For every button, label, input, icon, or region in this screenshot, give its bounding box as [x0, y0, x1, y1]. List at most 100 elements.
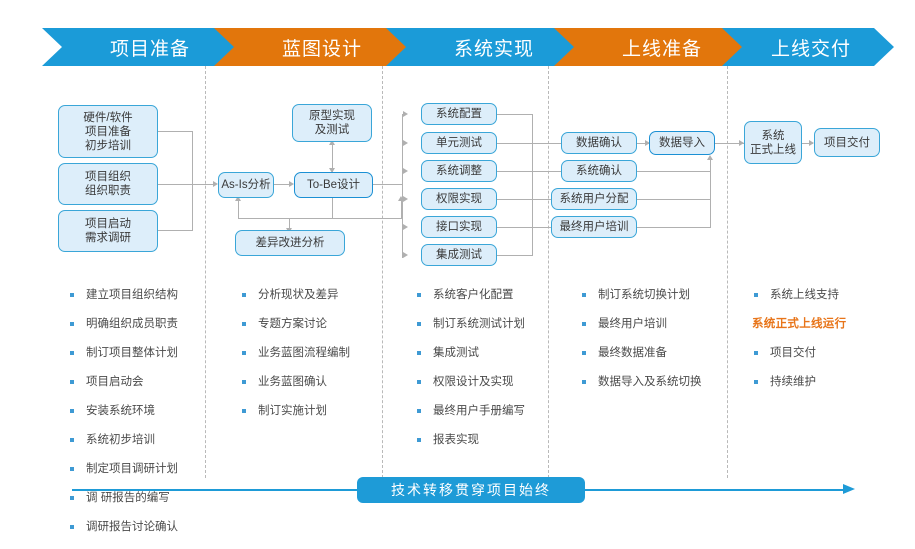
node-system-go-live[interactable]: 系统 正式上线	[744, 121, 802, 164]
list-item: 数据导入及系统切换	[580, 375, 702, 389]
node-prototype-test[interactable]: 原型实现 及测试	[292, 104, 372, 142]
list-item: 建立项目组织结构	[68, 288, 178, 302]
list-item: 安装系统环境	[68, 404, 178, 418]
node-integration-test[interactable]: 集成测试	[421, 244, 497, 266]
node-permission-impl[interactable]: 权限实现	[421, 188, 497, 210]
list-item: 制订项目整体计划	[68, 346, 178, 360]
phase-chevron-2[interactable]: 蓝图设计	[214, 28, 424, 66]
phase-label-4: 上线准备	[621, 38, 702, 60]
list-item: 明确组织成员职责	[68, 317, 178, 331]
list-item-label: 专题方案讨论	[258, 318, 327, 330]
node-data-confirm[interactable]: 数据确认	[561, 132, 637, 154]
bullet-marker	[754, 293, 758, 297]
list-item-label: 最终用户培训	[598, 318, 667, 330]
arrow-import-golive	[739, 140, 744, 146]
node-to-be-design[interactable]: To-Be设计	[294, 172, 373, 198]
arrow-into-n12	[403, 224, 408, 230]
connector-golive-delivery	[801, 143, 813, 144]
footer-banner: 技术转移贯穿项目始终	[357, 477, 585, 503]
bullet-marker	[242, 293, 246, 297]
node-hardware-software-prep[interactable]: 硬件/软件 项目准备 初步培训	[58, 105, 158, 158]
column-divider-3	[548, 66, 549, 478]
list-item-label: 项目交付	[770, 347, 816, 359]
bullet-marker	[70, 380, 74, 384]
list-item: 项目交付	[752, 346, 846, 360]
connector-n8-out	[497, 114, 533, 115]
bullet-list-phase-2: 分析现状及差异 专题方案讨论 业务蓝图流程编制 业务蓝图确认 制订实施计划	[240, 288, 350, 433]
list-item-label: 集成测试	[433, 347, 479, 359]
connector-import-golive	[714, 143, 744, 144]
list-item: 制订系统测试计划	[415, 317, 525, 331]
node-system-config[interactable]: 系统配置	[421, 103, 497, 125]
node-as-is-analysis[interactable]: As-Is分析	[218, 172, 274, 198]
bullet-marker	[582, 293, 586, 297]
list-item-label: 报表实现	[433, 434, 479, 446]
bullet-marker	[754, 380, 758, 384]
list-item: 最终用户培训	[580, 317, 702, 331]
column-divider-1	[205, 66, 206, 478]
phase-label-2: 蓝图设计	[281, 38, 362, 60]
bullet-marker	[242, 409, 246, 413]
list-item-label: 制定项目调研计划	[86, 463, 178, 475]
connector-n16-bus	[637, 199, 711, 200]
list-item: 制定项目调研计划	[68, 462, 178, 476]
phase-chevron-1[interactable]: 项目准备	[42, 28, 252, 66]
phase-chevron-5[interactable]: 上线交付	[722, 28, 894, 66]
node-system-user-assign[interactable]: 系统用户分配	[551, 188, 637, 210]
connector-n17-bus	[637, 227, 711, 228]
list-item-label: 调 研报告的编写	[86, 492, 170, 504]
list-item-label: 业务蓝图确认	[258, 376, 327, 388]
list-item-label: 明确组织成员职责	[86, 318, 178, 330]
column-divider-4	[727, 66, 728, 478]
node-system-adjust[interactable]: 系统调整	[421, 160, 497, 182]
node-system-confirm[interactable]: 系统确认	[561, 160, 637, 182]
bullet-marker	[242, 380, 246, 384]
node-final-user-training[interactable]: 最终用户培训	[551, 216, 637, 238]
phase-label-3: 系统实现	[453, 38, 534, 60]
node-gap-improvement-analysis[interactable]: 差异改进分析	[235, 230, 345, 256]
list-item-label: 系统初步培训	[86, 434, 155, 446]
node-project-kickoff[interactable]: 项目启动 需求调研	[58, 210, 158, 252]
arrow-golive-delivery	[809, 140, 814, 146]
bullet-marker	[70, 525, 74, 529]
connector-n10-out	[497, 171, 563, 172]
arrow-into-n11	[403, 196, 408, 202]
bullet-marker	[70, 351, 74, 355]
footer-arrow-icon	[843, 484, 855, 494]
connector-tobe-gap-down	[332, 198, 333, 218]
process-flow-diagram: 项目准备 蓝图设计 系统实现 上线准备 上线交付	[0, 28, 915, 533]
footer-label: 技术转移贯穿项目始终	[391, 482, 551, 498]
list-item-label: 建立项目组织结构	[86, 289, 178, 301]
list-item: 专题方案讨论	[240, 317, 350, 331]
list-item: 制订实施计划	[240, 404, 350, 418]
bullet-marker	[242, 322, 246, 326]
list-item: 系统初步培训	[68, 433, 178, 447]
connector-n13-out	[497, 255, 533, 256]
phase-banner: 项目准备 蓝图设计 系统实现 上线准备 上线交付	[0, 28, 915, 66]
list-item-label: 最终数据准备	[598, 347, 667, 359]
list-item-label: 系统上线支持	[770, 289, 839, 301]
bullet-marker	[582, 351, 586, 355]
node-project-organization[interactable]: 项目组织 组织职责	[58, 163, 158, 205]
bullet-marker	[70, 322, 74, 326]
list-item-label: 制订实施计划	[258, 405, 327, 417]
arrow-asis-tobe	[289, 181, 294, 187]
node-unit-test[interactable]: 单元测试	[421, 132, 497, 154]
bullet-marker	[70, 293, 74, 297]
node-project-delivery[interactable]: 项目交付	[814, 128, 880, 157]
bullet-marker	[417, 380, 421, 384]
list-item-label: 系统正式上线运行	[752, 318, 847, 330]
connector-n2-bus	[158, 184, 213, 185]
column-divider-2	[382, 66, 383, 478]
connector-n3-bus	[158, 230, 193, 231]
bullet-marker	[417, 351, 421, 355]
connector-n12-out	[497, 227, 563, 228]
bullet-marker	[70, 467, 74, 471]
list-item-label: 分析现状及差异	[258, 289, 339, 301]
list-item: 最终用户手册编写	[415, 404, 525, 418]
bullet-marker	[417, 293, 421, 297]
node-data-import[interactable]: 数据导入	[649, 131, 715, 155]
node-interface-impl[interactable]: 接口实现	[421, 216, 497, 238]
connector-n1-bus	[158, 131, 193, 132]
bullet-list-phase-1: 建立项目组织结构 明确组织成员职责 制订项目整体计划 项目启动会 安装系统环境 …	[68, 288, 178, 549]
